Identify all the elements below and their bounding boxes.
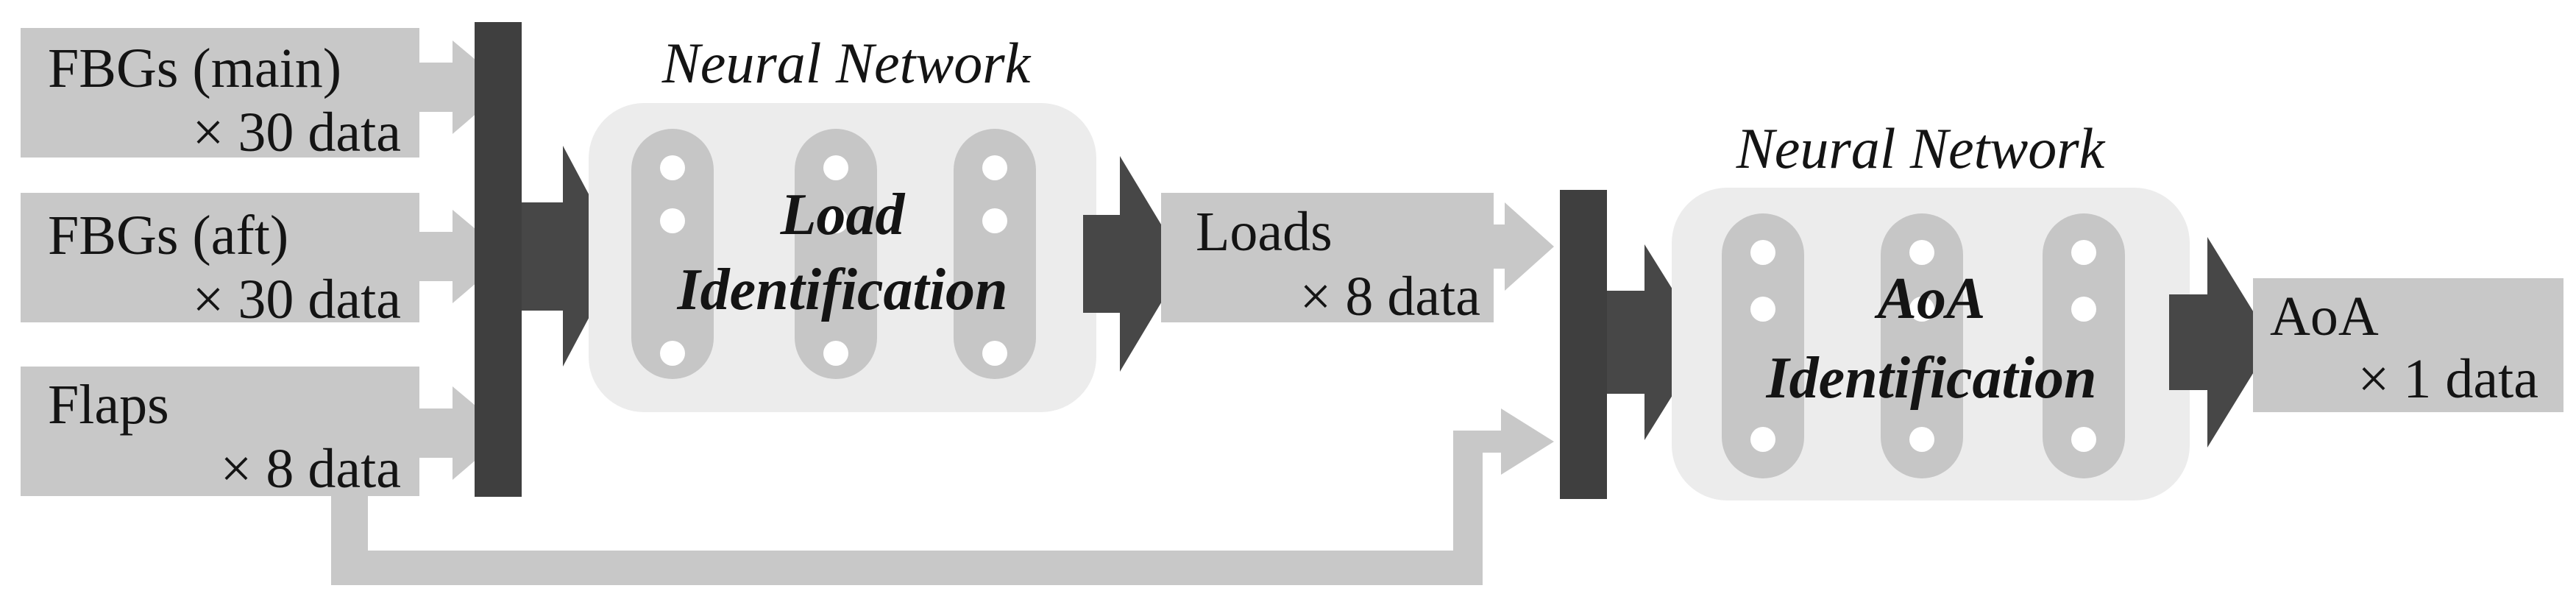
nn2-node-column — [1881, 213, 1963, 478]
neural-network-nodes-icon — [1722, 213, 2125, 478]
nn2-node — [1909, 297, 1934, 322]
input-label-fbgs-aft-count: × 30 data — [193, 269, 401, 330]
nn2-node — [1750, 240, 1775, 265]
nn1-node-column — [795, 129, 877, 379]
nn2-node — [2071, 240, 2096, 265]
nn1-label-line2: Identification — [677, 258, 1008, 322]
bus-bar-1 — [475, 22, 522, 497]
nn2-node-column — [2043, 213, 2125, 478]
arrow-bus2-to-aoa-nn — [1607, 244, 1706, 440]
nn2-node — [1750, 297, 1775, 322]
nn2-label-line1: AoA — [1874, 266, 1986, 331]
nn1-node — [823, 341, 848, 366]
loads-label-count: × 8 data — [1300, 266, 1480, 328]
nn2-label-line2: Identification — [1766, 346, 2097, 411]
input-box-flaps — [21, 367, 419, 496]
nn1-node — [823, 208, 848, 233]
output-label-name: AoA — [2270, 286, 2379, 347]
nn1-node — [660, 341, 685, 366]
output-box-aoa — [2253, 278, 2563, 412]
arrow-fbgs-aft-to-bus — [419, 210, 508, 303]
arrow-loads-to-bus — [1494, 202, 1554, 291]
nn2-node — [2071, 427, 2096, 452]
nn1-title: Neural Network — [661, 31, 1032, 95]
input-label-flaps-count: × 8 data — [221, 438, 401, 500]
nn1-label-line1: Load — [780, 183, 906, 247]
nn2-node-column — [1722, 213, 1804, 478]
nn1-node — [982, 341, 1007, 366]
nn1-node-column — [954, 129, 1036, 379]
nn1-node — [982, 155, 1007, 180]
arrow-load-nn-to-loads — [1083, 156, 1185, 372]
nn1-node-column — [631, 129, 714, 379]
nn1-node — [982, 208, 1007, 233]
loads-label-name: Loads — [1196, 201, 1333, 263]
nn1-node — [660, 155, 685, 180]
output-label-count: × 1 data — [2358, 348, 2538, 410]
bus-bar-2 — [1560, 190, 1607, 499]
input-box-fbgs-aft — [21, 193, 419, 322]
nn2-node — [1909, 427, 1934, 452]
input-box-fbgs-main — [21, 28, 419, 158]
nn1-node — [823, 155, 848, 180]
arrow-flaps-bypass — [331, 408, 1554, 585]
nn1-node — [660, 208, 685, 233]
input-label-flaps-name: Flaps — [48, 374, 169, 436]
nn2-node — [1909, 240, 1934, 265]
nn2-title: Neural Network — [1736, 116, 2106, 180]
nn2-node — [2071, 297, 2096, 322]
arrow-fbgs-main-to-bus — [419, 40, 508, 134]
arrow-bus1-to-load-nn — [522, 146, 622, 367]
input-label-fbgs-aft-name: FBGs (aft) — [48, 205, 288, 266]
nn2-node — [1750, 427, 1775, 452]
input-label-fbgs-main-count: × 30 data — [193, 102, 401, 163]
loads-box — [1161, 193, 1494, 322]
arrow-aoa-nn-to-output — [2169, 237, 2272, 447]
neural-network-nodes-icon — [631, 129, 1036, 379]
arrow-flaps-to-bus — [419, 386, 508, 480]
input-label-fbgs-main-name: FBGs (main) — [48, 38, 341, 99]
